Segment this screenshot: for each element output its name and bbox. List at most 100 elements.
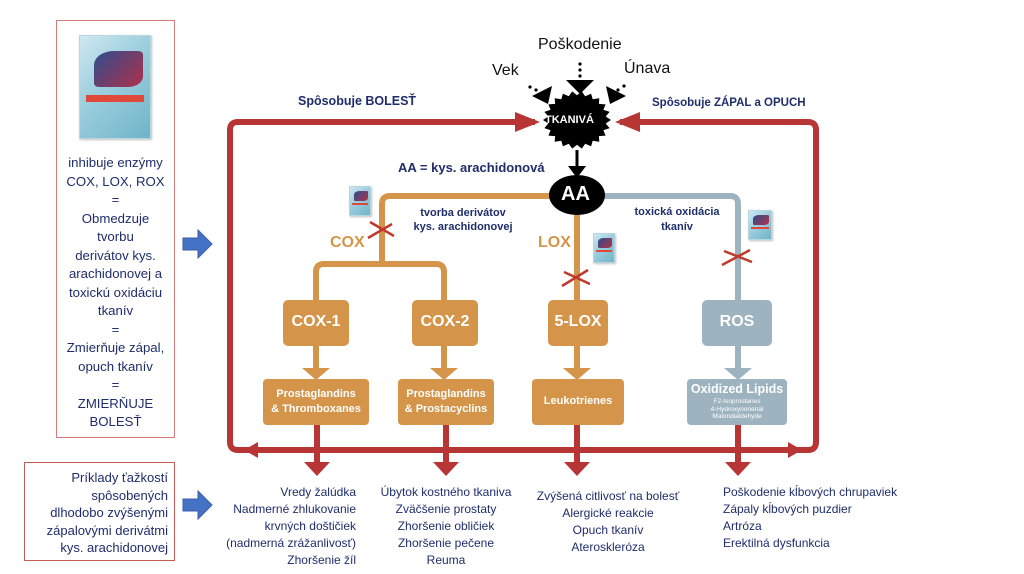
arrowhead-cox2 [430, 368, 458, 380]
left-loop-line [227, 119, 535, 453]
aa-definition: AA = kys. arachidonová [398, 160, 545, 175]
info-line: inhibuje enzýmy [68, 155, 163, 170]
damage-arrowhead [566, 80, 594, 94]
product-sub-line: F2-Isoprostanes [713, 398, 761, 405]
arrowhead-into-tissue-left [515, 112, 540, 132]
product-box-leukotrienes: Leukotrienes [532, 379, 624, 425]
product-line: Prostaglandins [406, 388, 486, 400]
product-sub-line: 4-Hydroxynonenal [710, 405, 764, 413]
enzyme-box-5lox: 5-LOX [548, 300, 608, 346]
info-line: opuch tkanív [78, 358, 153, 374]
examples-line: zápalovými derivátmi [46, 522, 168, 538]
blue-arrow-right-icon [182, 489, 213, 521]
info-line: = [111, 192, 120, 207]
product-box-prostaglandins-prostacyclins: Prostaglandins & Prostacyclins [398, 379, 494, 425]
info-line: COX, LOX, ROX [66, 173, 165, 189]
arrowhead-bottom-left [244, 442, 258, 458]
inflammation-loop-label: Spôsobuje ZÁPAL a OPUCH [652, 97, 806, 109]
product-box-oxidized-lipids: Oxidized Lipids F2-Isoprostanes 4-Hydrox… [687, 379, 787, 425]
info-line: Zmierňuje zápal, [66, 340, 165, 355]
product-line: Oxidized Lipids [690, 382, 784, 396]
info-line: tvorbu [97, 229, 134, 244]
enzyme-name: COX-1 [291, 313, 341, 330]
effect-item: Poškodenie kĺbových chrupaviek [723, 485, 898, 499]
effect-item: Zhoršenie žíl [287, 553, 356, 567]
product-box-image [79, 35, 151, 139]
grey-pathway [600, 193, 741, 372]
cox-inhibition-x-icon [367, 220, 395, 240]
arrowhead-bottom-right [788, 442, 802, 458]
note-line: tvorba derivátov [420, 207, 506, 219]
product-sub-text: F2-Isoprostanes 4-Hydroxynonenal Malondi… [687, 398, 787, 421]
effect-item: Zväčšenie prostaty [395, 502, 497, 516]
factor-damage: Poškodenie [538, 36, 622, 53]
aa-node-label: AA [561, 183, 590, 205]
factor-arrows [528, 62, 626, 104]
factor-fatigue: Únava [624, 60, 671, 77]
effect-item: Zhoršenie pečene [397, 536, 495, 550]
inhibition-marks [367, 220, 753, 288]
factor-age: Vek [492, 62, 519, 79]
ros-branch-note: toxická oxidácia tkanív [632, 205, 722, 235]
cox-branch-note: tvorba derivátov kys. arachidonovej [408, 206, 518, 234]
effect-item: Erektilná dysfunkcia [723, 536, 830, 550]
lox-inhibition-x-icon [561, 268, 591, 288]
product-text: Prostaglandins & Thromboxanes [263, 387, 369, 417]
note-line: tkanív [661, 221, 693, 233]
product-label [85, 95, 145, 103]
product-line: Leukotrienes [543, 395, 613, 407]
cox-branch-label: COX [330, 234, 365, 251]
lox-branch-label: LOX [538, 234, 571, 251]
effect-item: Vredy žalúdka [280, 485, 356, 499]
blue-arrow-right-icon [182, 228, 213, 260]
tissue-label: TKANIVÁ [545, 114, 594, 126]
examples-line: dlhodobo zvýšenými [50, 505, 168, 520]
cox-split [313, 261, 447, 300]
effect-item: Zhoršenie obličiek [397, 519, 495, 533]
effect-item: Alergické reakcie [562, 506, 654, 520]
tissue-to-aa-arrowhead [568, 166, 586, 178]
product-thumbnail-ros [748, 210, 772, 240]
arrowhead-cox1 [302, 368, 330, 380]
right-loop-line [620, 119, 819, 453]
effect-item: Nadmerné zhlukovanie [233, 502, 356, 516]
aa-node [549, 175, 605, 215]
red-feedback-loop [227, 112, 819, 458]
arrowhead-into-tissue-right [615, 112, 640, 132]
age-arrowhead [532, 86, 552, 104]
info-line: = [111, 321, 120, 337]
info-line: ZMIERŇUJE [77, 395, 154, 411]
enzyme-name: COX-2 [420, 313, 470, 330]
effect-arrowhead-3 [564, 462, 590, 476]
info-line: Obmedzuje [81, 210, 150, 226]
effect-arrowhead-2 [433, 462, 459, 476]
note-line: kys. arachidonovej [413, 221, 513, 233]
product-box-prostaglandins-thromboxanes: Prostaglandins & Thromboxanes [263, 379, 369, 425]
cox-trunk [379, 193, 555, 264]
product-text: Prostaglandins & Prostacyclins [398, 387, 494, 417]
product-line: Prostaglandins [276, 388, 356, 400]
info-line: arachidonovej a [68, 266, 163, 281]
arrowhead-ros [724, 368, 752, 380]
enzyme-box-ros: ROS [702, 300, 772, 346]
product-graphic [94, 51, 143, 87]
info-line: = [111, 377, 120, 392]
enzyme-box-cox2: COX-2 [412, 300, 478, 346]
info-line: toxickú oxidáciu [68, 284, 163, 300]
product-thumbnail-lox [593, 233, 615, 263]
product-line: & Prostacyclins [404, 403, 488, 415]
info-line: tkanív [97, 303, 134, 318]
effect-item: (nadmerná zrážanlivosť) [226, 536, 356, 550]
fatigue-arrowhead [606, 86, 626, 104]
pain-loop-label: Spôsobuje BOLESŤ [298, 94, 417, 108]
effect-arrows [304, 425, 751, 476]
product-sub-line: Malondialdehyde [712, 413, 762, 420]
arrowhead-lox [563, 368, 591, 380]
product-thumbnail-cox [349, 186, 371, 216]
